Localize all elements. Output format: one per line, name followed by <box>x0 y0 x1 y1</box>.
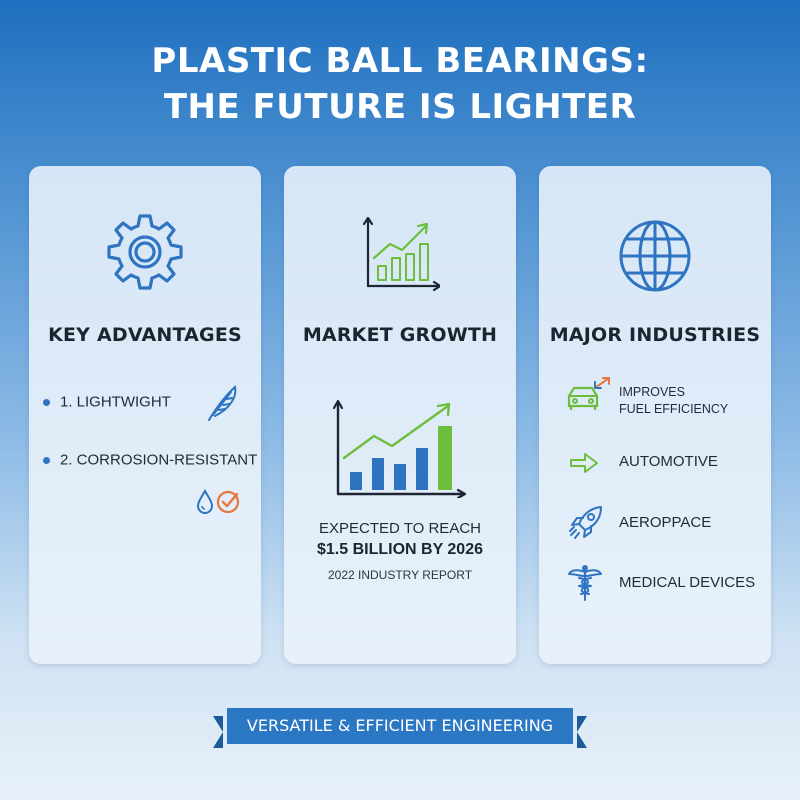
footer-banner: VERSATILE & EFFICIENT ENGINEERING <box>213 708 587 748</box>
title-line-1: PLASTIC BALL BEARINGS: <box>151 41 649 81</box>
advantage-label: 1. LIGHTWIGHT <box>60 393 171 411</box>
industry-label-line1: IMPROVES <box>619 385 685 399</box>
key-advantages-title: KEY ADVANTAGES <box>48 324 242 346</box>
water-drop-check-icon <box>195 488 245 521</box>
page-title: PLASTIC BALL BEARINGS: THE FUTURE IS LIG… <box>0 38 800 130</box>
growth-chart-icon <box>284 214 516 297</box>
advantage-item-corrosion: 2. CORROSION-RESISTANT <box>43 451 257 469</box>
industry-automotive: AUTOMOTIVE <box>619 453 718 470</box>
growth-source-text: 2022 INDUSTRY REPORT <box>327 568 473 582</box>
globe-icon <box>539 218 771 299</box>
market-growth-card: MARKET GROWTH EXPECTED TO REACH $1.5 BIL… <box>284 166 516 664</box>
gear-icon <box>29 210 261 299</box>
bar-chart-rising-icon <box>328 398 468 503</box>
caduceus-icon <box>567 564 603 607</box>
key-advantages-card: KEY ADVANTAGES 1. LIGHTWIGHT 2. CORROSIO… <box>29 166 261 664</box>
growth-expected-text: EXPECTED TO REACH <box>319 520 481 537</box>
major-industries-card: MAJOR INDUSTRIES IMPROVES FUEL EFFICIENC… <box>539 166 771 664</box>
bullet-dot <box>43 398 50 406</box>
title-line-2: THE FUTURE IS LIGHTER <box>163 87 637 127</box>
growth-value-text: $1.5 BILLION BY 2026 <box>317 541 483 558</box>
advantage-label: 2. CORROSION-RESISTANT <box>60 451 258 469</box>
banner-tail-right <box>577 716 587 748</box>
banner-label: VERSATILE & EFFICIENT ENGINEERING <box>227 708 573 744</box>
feather-icon <box>205 384 239 429</box>
advantage-item-lightweight: 1. LIGHTWIGHT <box>43 393 171 411</box>
rocket-icon <box>567 504 605 547</box>
industry-aerospace: AEROPPACE <box>619 514 712 531</box>
market-growth-title: MARKET GROWTH <box>302 324 498 346</box>
car-icon <box>565 376 613 417</box>
banner-tail-left <box>213 716 223 748</box>
industry-medical-devices: MEDICAL DEVICES <box>619 574 756 591</box>
arrow-right-icon <box>569 452 599 479</box>
bullet-dot <box>43 456 50 464</box>
industry-fuel-efficiency: IMPROVES FUEL EFFICIENCY <box>619 384 728 418</box>
major-industries-title: MAJOR INDUSTRIES <box>549 324 761 346</box>
industry-label-line2: FUEL EFFICIENCY <box>619 402 729 416</box>
